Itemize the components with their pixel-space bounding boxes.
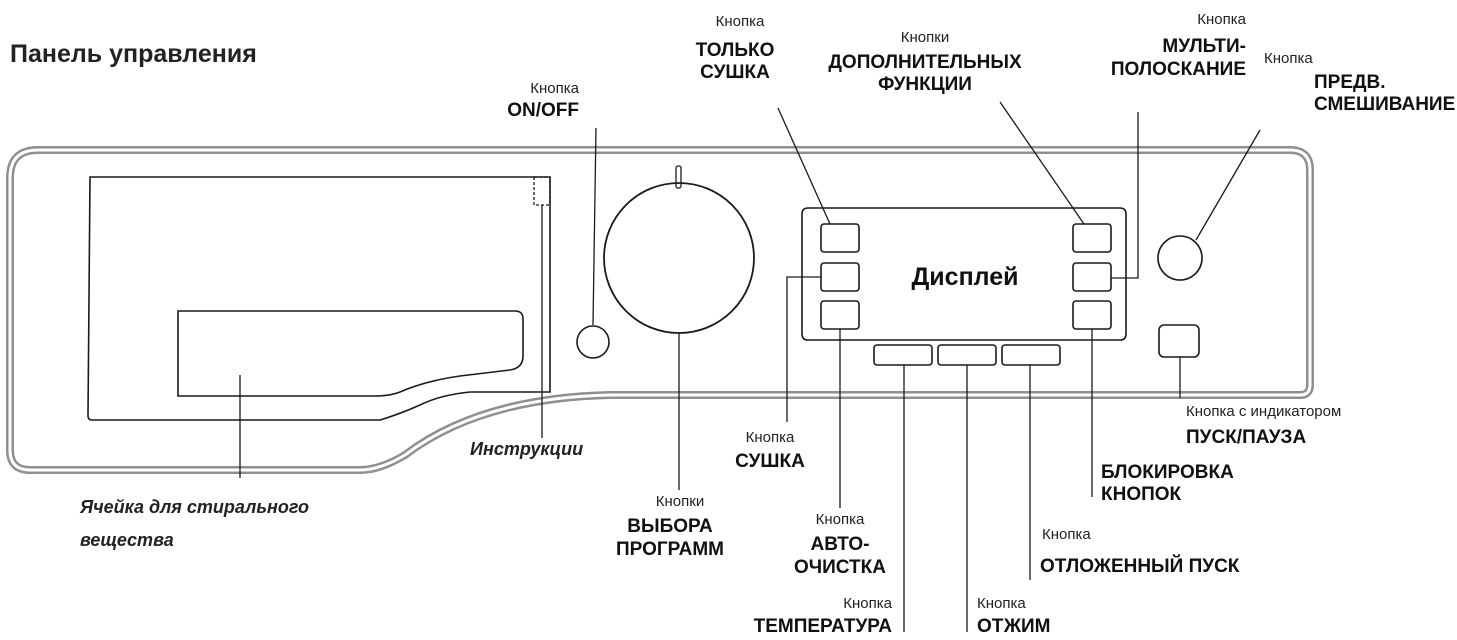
programs-label-2: ПРОГРАММ [615, 539, 724, 560]
onoff-label: ON/OFF [507, 100, 579, 121]
panel-outline [6, 146, 1314, 474]
instructions-tab [533, 176, 551, 206]
drying-caption: Кнопка [745, 429, 795, 446]
display-label: Дисплей [911, 263, 1019, 291]
instructions-label: Инструкции [470, 439, 584, 459]
delay-start-button [1001, 344, 1061, 366]
onoff-caption: Кнопка [530, 80, 579, 97]
detergent-label-2: вещества [80, 530, 174, 550]
autoclean-label-1: АВТО- [810, 534, 870, 555]
premix-label-1: ПРЕДВ. [1314, 72, 1386, 93]
dry-only-label-2: СУШКА [700, 62, 770, 83]
autoclean-caption: Кнопка [815, 511, 865, 528]
dry-only-button [820, 223, 860, 253]
knob-indicator [675, 165, 682, 189]
multi-rinse-label-1: МУЛЬТИ- [1162, 36, 1246, 57]
multi-rinse-label-2: ПОЛОСКАНИЕ [1110, 59, 1246, 80]
lock-label-1: БЛОКИРОВКА [1101, 462, 1234, 483]
leader-lines [239, 101, 1261, 632]
drying-button [820, 262, 860, 292]
drawer-handle [177, 310, 524, 397]
display-frame [801, 207, 1127, 341]
start-caption: Кнопка с индикатором [1186, 403, 1342, 420]
detergent-drawer [87, 176, 551, 421]
extra-label-1: ДОПОЛНИТЕЛЬНЫХ [828, 52, 1022, 73]
multi-rinse-caption: Кнопка [1197, 11, 1246, 28]
extra-function-button-1 [1072, 223, 1112, 253]
page-title: Панель управления [10, 40, 257, 68]
spin-label: ОТЖИМ [977, 616, 1051, 637]
lock-label-2: КНОПОК [1101, 484, 1182, 505]
premix-caption: Кнопка [1264, 50, 1313, 67]
start-label: ПУСК/ПАУЗА [1186, 427, 1307, 448]
dry-only-caption: Кнопка [715, 13, 765, 30]
detergent-label-1: Ячейка для стирального [80, 497, 310, 517]
program-selector-knob [603, 182, 755, 334]
programs-caption: Кнопки [655, 493, 705, 510]
extra-caption: Кнопки [900, 29, 950, 46]
spin-caption: Кнопка [977, 595, 1026, 612]
drying-label: СУШКА [735, 451, 805, 472]
temperature-button [873, 344, 933, 366]
on-off-button [576, 325, 610, 359]
extra-function-button-3 [1072, 300, 1112, 330]
programs-label-1: ВЫБОРА [627, 516, 713, 537]
autoclean-label-2: ОЧИСТКА [794, 557, 886, 578]
temperature-label: ТЕМПЕРАТУРА [753, 616, 892, 637]
extra-label-2: ФУНКЦИИ [878, 74, 972, 95]
multi-rinse-button [1072, 262, 1112, 292]
delay-caption: Кнопка [1042, 526, 1091, 543]
premix-button [1157, 235, 1203, 281]
start-pause-button [1158, 324, 1200, 358]
premix-label-2: СМЕШИВАНИЕ [1314, 94, 1456, 115]
delay-label: ОТЛОЖЕННЫЙ ПУСК [1040, 556, 1240, 577]
temperature-caption: Кнопка [843, 595, 892, 612]
dry-only-label-1: ТОЛЬКО [695, 40, 775, 61]
spin-button [937, 344, 997, 366]
autoclean-button [820, 300, 860, 330]
